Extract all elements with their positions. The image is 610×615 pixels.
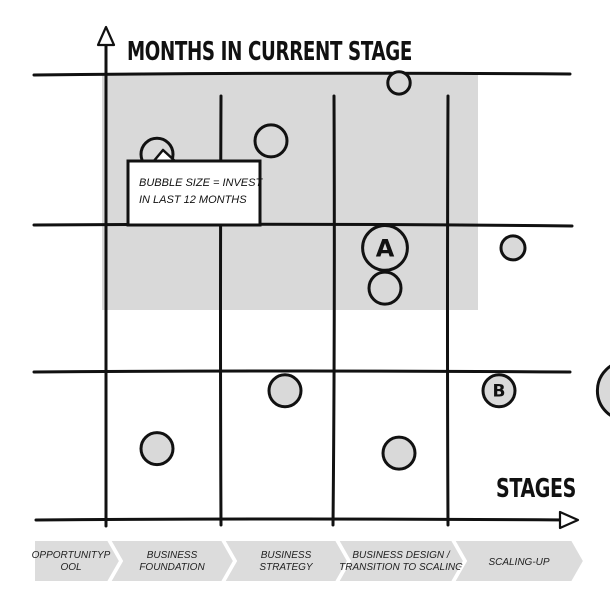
note-line-1: BUBBLE SIZE = INVEST [139, 177, 263, 189]
bubble-circle [481, 373, 517, 409]
note-pointer [152, 148, 177, 163]
bubble [367, 270, 403, 306]
stage-label-line: BUSINESS [147, 550, 198, 561]
grid-lines [32, 71, 574, 527]
stage-label-line: STRATEGY [259, 562, 313, 573]
bubble-circle [386, 70, 412, 96]
stage-chevron-shape [222, 539, 350, 583]
x-axis-title: STAGES [496, 474, 576, 504]
bubble [595, 364, 610, 417]
note-box [126, 159, 262, 227]
bubble [381, 435, 417, 471]
y-axis-arrow-icon [96, 25, 116, 47]
bubble-label: B [493, 382, 506, 402]
stage-label-line: FOUNDATION [139, 562, 205, 573]
y-axis-line [104, 42, 108, 528]
bubble-b: B [481, 373, 517, 409]
stage-chevron-shape [33, 539, 122, 583]
bubble-a: A [361, 224, 409, 272]
stage-bar: OPPORTUNITYPOOLBUSINESSFOUNDATIONBUSINES… [32, 539, 586, 583]
bubble-circle [253, 123, 289, 159]
grid-line-v4 [446, 94, 450, 527]
x-axis-line [34, 517, 570, 522]
stage-label-line: SCALING-UP [488, 557, 549, 568]
bubble-circle [139, 431, 175, 467]
bubble-label: A [376, 235, 395, 263]
bubble [139, 431, 175, 467]
grid-line-h1 [32, 71, 572, 77]
bubble-circle [499, 234, 527, 262]
stage-chevron-shape [336, 539, 466, 583]
bubble [267, 373, 303, 409]
grid-line-h3 [32, 369, 572, 374]
bubble-circle [267, 373, 303, 409]
bubble-size-note: BUBBLE SIZE = INVEST IN LAST 12 MONTHS [126, 148, 263, 227]
bubble-circle [361, 224, 409, 272]
grid-line-v2 [219, 94, 223, 527]
stage-label-line: TRANSITION TO SCALING [339, 562, 463, 573]
bubble-circle [595, 364, 610, 417]
stage-chevron: SCALING-UP [452, 539, 586, 583]
stage-label-line: BUSINESS [261, 550, 312, 561]
stage-label-line: OPPORTUNITYP [32, 550, 111, 561]
note-line-2: IN LAST 12 MONTHS [139, 194, 247, 206]
bubble [386, 70, 412, 96]
stage-label-line: OOL [60, 562, 81, 573]
stage-chevron-shape [108, 539, 236, 583]
grid-line-v3 [331, 94, 336, 527]
stage-chevron-shape [452, 539, 586, 583]
y-axis-title: MONTHS IN CURRENT STAGE [127, 37, 412, 67]
bubble [499, 234, 527, 262]
x-axis-arrow-icon [558, 510, 580, 530]
stage-chevron: BUSINESS DESIGN /TRANSITION TO SCALING [336, 539, 466, 583]
bubble [253, 123, 289, 159]
bubble-circle [367, 270, 403, 306]
grid-line-h2 [32, 222, 574, 228]
axes [34, 42, 570, 528]
bubble-circle [381, 435, 417, 471]
stage-label-line: BUSINESS DESIGN / [352, 550, 450, 561]
